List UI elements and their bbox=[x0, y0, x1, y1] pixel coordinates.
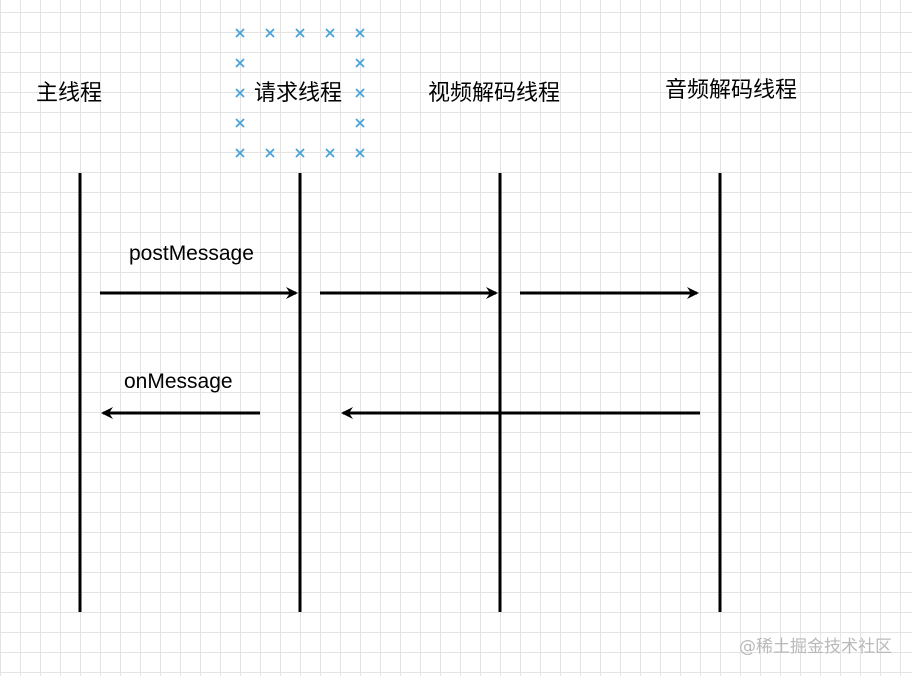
selection-marker bbox=[355, 118, 365, 128]
thread-label-main: 主线程 bbox=[36, 81, 103, 106]
thread-label-video-decode: 视频解码线程 bbox=[428, 81, 561, 106]
selection-marker bbox=[235, 28, 245, 38]
selection-marker bbox=[235, 88, 245, 98]
selection-marker bbox=[325, 148, 335, 158]
selection-marker bbox=[355, 148, 365, 158]
selection-marker bbox=[265, 148, 275, 158]
thread-label-request: 请求线程 bbox=[254, 81, 343, 106]
selection-marker bbox=[295, 148, 305, 158]
message-label-on: onMessage bbox=[124, 370, 233, 393]
selection-markers bbox=[235, 28, 365, 158]
selection-marker bbox=[235, 148, 245, 158]
thread-label-audio-decode: 音频解码线程 bbox=[665, 78, 798, 103]
selection-marker bbox=[235, 118, 245, 128]
selection-marker bbox=[355, 28, 365, 38]
selection-marker bbox=[355, 88, 365, 98]
selection-marker bbox=[265, 28, 275, 38]
selection-marker bbox=[325, 28, 335, 38]
selection-marker bbox=[235, 58, 245, 68]
watermark-text: @稀土掘金技术社区 bbox=[739, 637, 892, 657]
selection-marker bbox=[295, 28, 305, 38]
selection-marker bbox=[355, 58, 365, 68]
message-label-post: postMessage bbox=[129, 242, 254, 265]
